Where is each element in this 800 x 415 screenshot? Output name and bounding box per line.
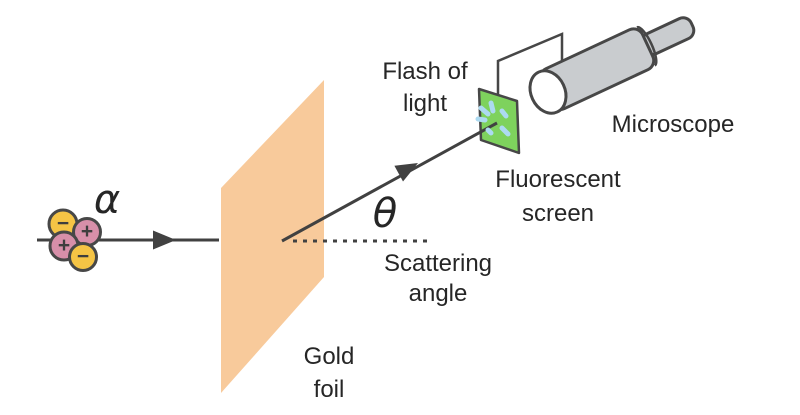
spark-dash	[475, 116, 488, 123]
spark-dash	[485, 127, 494, 136]
flash-spark-icon	[475, 100, 511, 137]
scattering-angle-label: Scattering angle	[384, 249, 492, 309]
gold-foil-line2: foil	[313, 376, 345, 403]
scattering-angle-line1: Scattering	[383, 250, 493, 277]
scattering-angle-line2: angle	[408, 280, 468, 307]
fluorescent-screen-line2: screen	[521, 200, 595, 227]
flash-of-light-line2: light	[402, 90, 448, 117]
screen-holder-wire	[496, 32, 564, 97]
microscope-objective-face	[528, 69, 568, 115]
nucleon-charge-label: −	[76, 245, 90, 269]
scattered-ray-line	[281, 121, 498, 243]
nucleon-yellow-bottom-right	[68, 242, 98, 272]
scattered-ray-arrowhead-icon	[394, 163, 418, 182]
fluorescent-screen-line1: Fluorescent	[495, 166, 621, 193]
microscope-tube-endcap	[636, 25, 658, 67]
alpha-particle-icon	[47, 208, 102, 272]
incident-beam-arrowhead-icon	[153, 230, 176, 250]
nucleon-charge-label: +	[80, 220, 94, 244]
spark-dash	[488, 100, 496, 114]
theta-symbol-label: θ	[372, 191, 398, 237]
gold-foil-label: Gold foil	[304, 340, 355, 406]
spark-dash	[499, 108, 509, 119]
microscope-icon	[528, 16, 696, 115]
spark-dash	[499, 125, 511, 137]
alpha-symbol-label: α	[93, 177, 121, 223]
spark-dash	[478, 105, 491, 117]
fluorescent-screen-label: Fluorescent screen	[495, 163, 620, 231]
nucleon-charge-label: +	[57, 234, 71, 258]
nucleon-charge-label: −	[56, 212, 70, 236]
flash-of-light-label: Flash of light	[382, 56, 467, 120]
microscope-label: Microscope	[611, 111, 735, 138]
flash-of-light-line1: Flash of	[382, 58, 468, 85]
gold-foil-line1: Gold	[303, 343, 355, 370]
gold-foil-shape	[221, 80, 324, 393]
